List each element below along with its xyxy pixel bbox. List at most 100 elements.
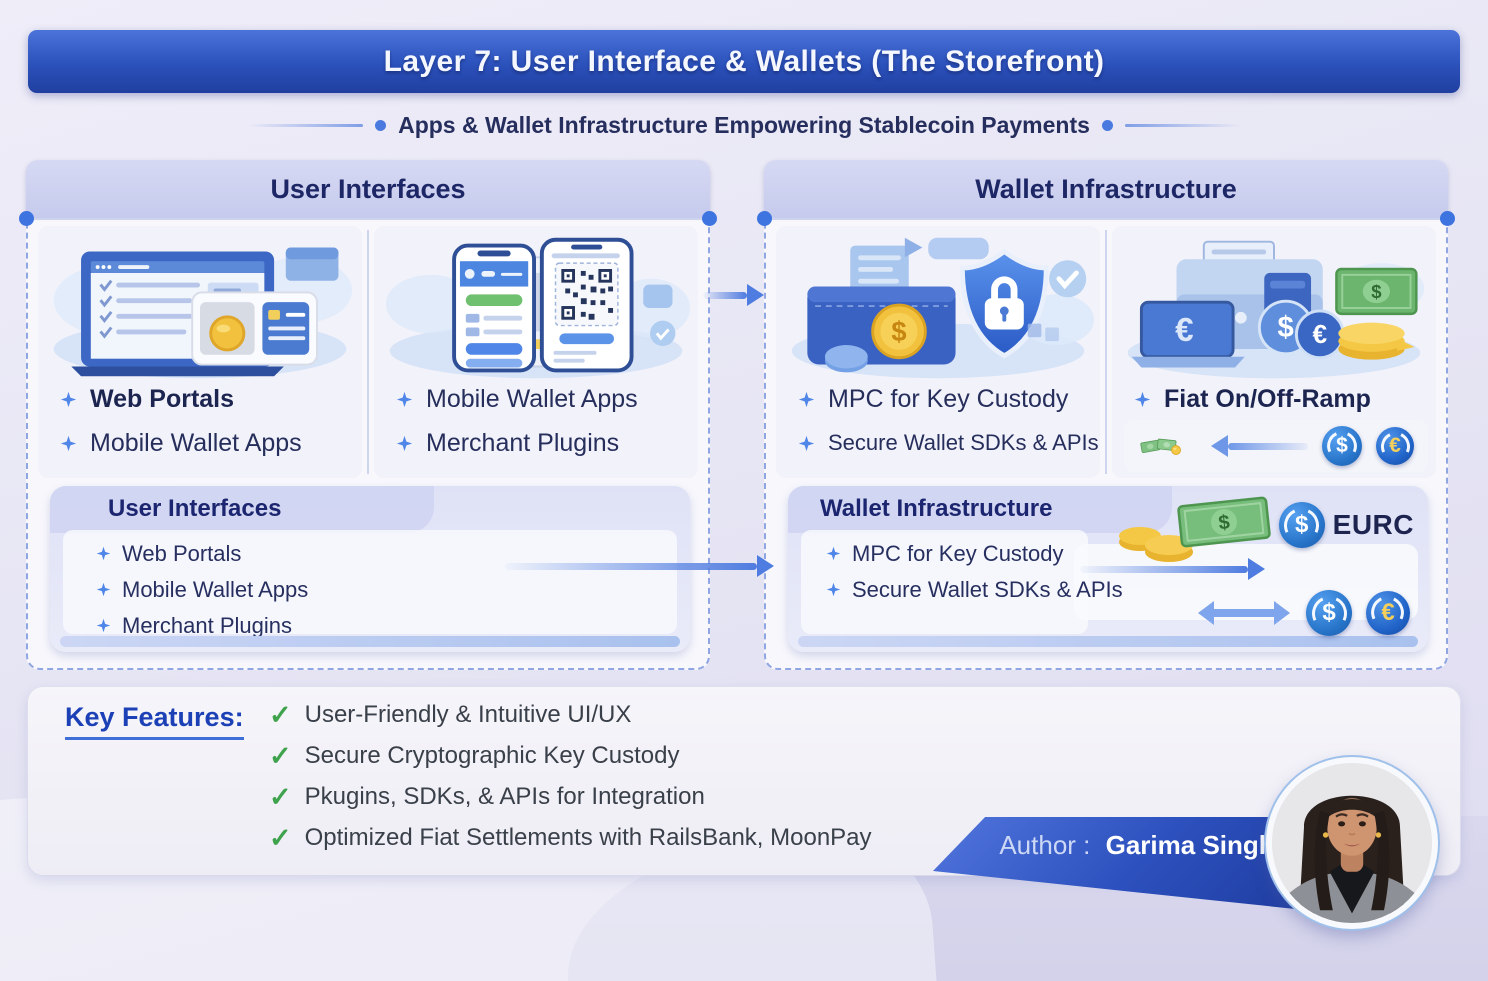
- flow-band: [1074, 544, 1418, 620]
- subtitle-dot-right: [1101, 120, 1113, 131]
- dollar-symbol: $: [891, 316, 906, 347]
- subtitle-row: Apps & Wallet Infrastructure Empowering …: [0, 112, 1488, 139]
- euro-symbol: €: [1381, 599, 1395, 626]
- convert-left-arrow-icon: [1211, 435, 1308, 457]
- bullet-star-icon: [798, 435, 815, 451]
- cash-and-coins-cluster: $: [1114, 490, 1289, 562]
- bullet-label: Secure Wallet SDKs & APIs: [828, 430, 1099, 455]
- wallet-infrastructure-title: Wallet Infrastructure: [975, 173, 1237, 204]
- subtitle-dot-left: [375, 120, 387, 131]
- feature-label: Pkugins, SDKs, & APIs for Integration: [304, 783, 705, 810]
- arrow-head: [757, 555, 774, 577]
- summary-title: User Interfaces: [108, 495, 282, 522]
- summary-item: Mobile Wallet Apps: [96, 576, 308, 603]
- summary-item: Web Portals: [96, 540, 308, 567]
- feature-label: Secure Cryptographic Key Custody: [304, 742, 680, 769]
- arrow-shaft: [703, 291, 747, 299]
- security-shield-icon: [959, 248, 1049, 359]
- feature-item: ✓ User-Friendly & Intuitive UI/UX: [269, 700, 872, 730]
- gold-coin-stack-icon: [1338, 322, 1415, 360]
- dollar-coin-icon: $: [871, 303, 927, 360]
- mobile-wallet-illustration: [380, 230, 692, 386]
- lock-icon: [984, 276, 1024, 330]
- eurc-euro-coin-icon: €: [1366, 591, 1410, 635]
- bullet-item: Secure Wallet SDKs & APIs: [798, 428, 1099, 458]
- swap-row: $ €: [1196, 590, 1410, 636]
- euro-symbol: €: [1313, 319, 1328, 349]
- summary-inner-panel: [63, 530, 677, 634]
- summary-items: MPC for Key Custody Secure Wallet SDKs &…: [826, 540, 1123, 603]
- web-portals-bullets: Web Portals Mobile Wallet Apps: [60, 384, 354, 458]
- summary-inner-panel: [801, 530, 1088, 634]
- bullet-label: Mobile Wallet Apps: [426, 384, 638, 413]
- summary-header-band: [788, 486, 1172, 533]
- user-interfaces-panel: User Interfaces: [19, 160, 717, 670]
- wallet-infrastructure-panel: Wallet Infrastructure: [757, 160, 1455, 670]
- cash-and-coins-icon: $: [1119, 496, 1271, 562]
- summary-connector-arrow-icon: [505, 555, 774, 577]
- user-interfaces-title: User Interfaces: [270, 173, 466, 204]
- fiat-ramp-illustration: € $ €: [1118, 230, 1430, 386]
- flow-right-arrow-icon: [1080, 558, 1265, 580]
- credit-card-small-icon: [285, 247, 339, 281]
- qr-code-icon: [561, 269, 614, 320]
- wallet-app-phone-icon: [452, 243, 536, 373]
- author-name: Garima Singh: [1105, 830, 1275, 860]
- key-features-list: ✓ User-Friendly & Intuitive UI/UX ✓ Secu…: [269, 700, 872, 853]
- summary-header-band: [50, 486, 434, 533]
- bullet-star-icon: [96, 582, 111, 597]
- bullet-star-icon: [826, 546, 841, 561]
- bullet-star-icon: [396, 435, 413, 451]
- author-portrait-icon: [1272, 763, 1432, 923]
- author-avatar: [1266, 757, 1438, 929]
- dollar-symbol: $: [1278, 312, 1294, 344]
- bullet-star-icon: [826, 582, 841, 597]
- user-interfaces-header: User Interfaces: [26, 160, 710, 218]
- wallet-shield-icon: $: [791, 237, 1094, 379]
- card-divider: [1105, 230, 1107, 474]
- summary-item: MPC for Key Custody: [826, 540, 1123, 567]
- cash-icon: [1140, 438, 1181, 455]
- laptop-dashboard-icon: [53, 247, 353, 379]
- dollar-bill-icon: $: [1335, 267, 1418, 316]
- summary-items: Web Portals Mobile Wallet Apps Merchant …: [96, 540, 308, 639]
- dollar-symbol: $: [1336, 434, 1348, 457]
- fiat-conversion-strip: $ €: [1124, 420, 1428, 472]
- page-title: Layer 7: User Interface & Wallets (The S…: [383, 44, 1105, 78]
- author-label: Author :: [999, 830, 1091, 860]
- fiat-ramp-card: € $ €: [1112, 226, 1436, 478]
- wallet-infrastructure-header: Wallet Infrastructure: [764, 160, 1448, 218]
- euro-coin-icon: €: [1294, 309, 1345, 360]
- usdc-coin-icon: $: [1306, 590, 1352, 636]
- arrow-shaft: [505, 562, 757, 570]
- feature-item: ✓ Pkugins, SDKs, & APIs for Integration: [269, 782, 872, 812]
- feature-item: ✓ Optimized Fiat Settlements with RailsB…: [269, 823, 872, 853]
- eurc-coin-icon: $: [1278, 502, 1325, 548]
- dollar-symbol: $: [1322, 599, 1336, 626]
- card-divider: [367, 230, 369, 474]
- eurc-label: EURC: [1332, 509, 1414, 540]
- summary-title: Wallet Infrastructure: [820, 495, 1053, 522]
- bullet-star-icon: [396, 391, 413, 407]
- euro-symbol: €: [1175, 312, 1193, 349]
- summary-item-label: MPC for Key Custody: [852, 540, 1064, 566]
- phones-icon: [385, 237, 691, 379]
- connector-dot-icon: [702, 211, 717, 226]
- bullet-item: Mobile Wallet Apps: [60, 428, 354, 458]
- bullet-item: Merchant Plugins: [396, 428, 690, 458]
- bullet-item: Mobile Wallet Apps: [396, 384, 690, 414]
- bullet-label: Fiat On/Off-Ramp: [1164, 384, 1371, 413]
- bullet-star-icon: [96, 618, 111, 633]
- bullet-star-icon: [60, 435, 77, 451]
- title-banner: Layer 7: User Interface & Wallets (The S…: [28, 30, 1460, 93]
- check-icon: ✓: [269, 822, 292, 853]
- check-icon: ✓: [269, 699, 292, 730]
- wallet-security-bullets: MPC for Key Custody Secure Wallet SDKs &…: [798, 384, 1099, 458]
- subtitle-line-left: [248, 124, 364, 127]
- wallet-security-illustration: $: [782, 230, 1094, 386]
- arrow-head: [747, 284, 764, 306]
- connector-dot-icon: [757, 211, 772, 226]
- subtitle-text: Apps & Wallet Infrastructure Empowering …: [398, 112, 1090, 138]
- mobile-apps-bullets: Mobile Wallet Apps Merchant Plugins: [396, 384, 690, 458]
